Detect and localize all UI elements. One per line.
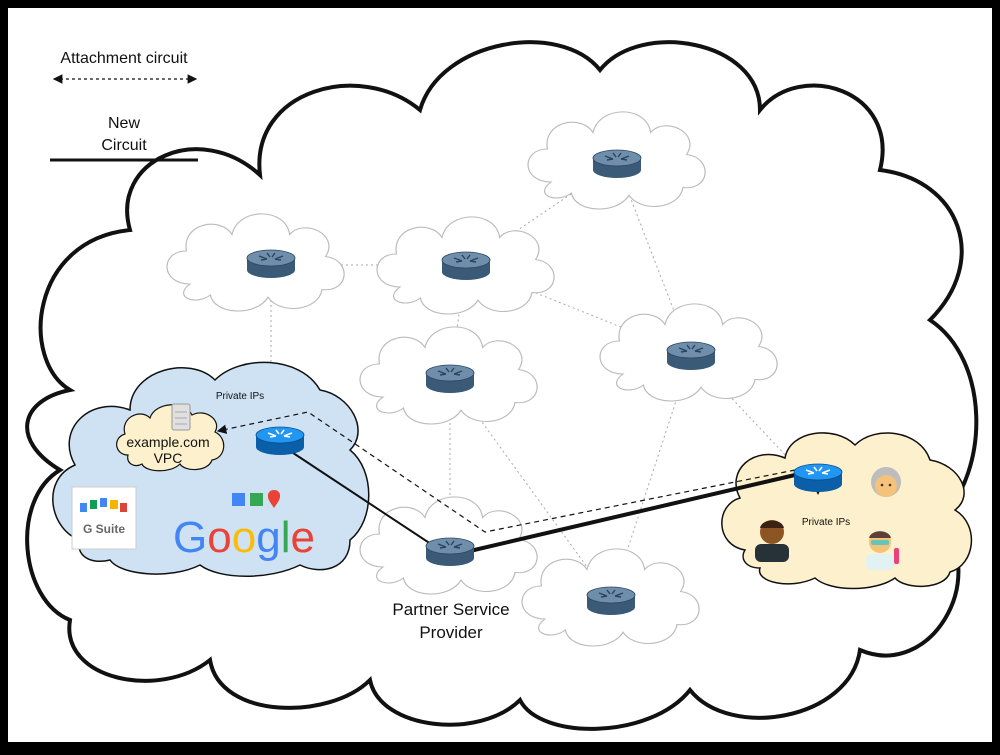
- vpc-label-line2: VPC: [154, 450, 183, 466]
- router-icon: [592, 149, 642, 179]
- google-maps-icon: [267, 490, 281, 508]
- legend: Attachment circuit New Circuit: [50, 50, 198, 162]
- vpc-label-line1: example.com: [126, 434, 209, 450]
- gsuite-app-icons: [80, 498, 127, 512]
- router-icon: [441, 251, 491, 281]
- router-icon: [666, 341, 716, 371]
- gsuite-label: G Suite: [83, 522, 125, 536]
- partner-label-line2: Provider: [419, 623, 483, 642]
- google-logo-letter: o: [232, 513, 256, 562]
- google-to-partner-circuit: [277, 442, 441, 551]
- gsuite-logo: [71, 486, 137, 550]
- google-logo-letter: e: [290, 513, 314, 562]
- google-photos-icon: [250, 493, 263, 506]
- partner-to-customer-circuit: [469, 473, 796, 553]
- google-cloud: example.com VPC Private IPs G Suite Goog…: [52, 361, 370, 577]
- person-icon: [866, 531, 899, 570]
- router-icon: [793, 463, 843, 493]
- google-logo-letter: G: [173, 513, 207, 562]
- google-translate-icon: [232, 493, 245, 506]
- legend-attachment-label: Attachment circuit: [60, 50, 188, 67]
- google-private-ips-label: Private IPs: [216, 391, 264, 402]
- router-icon: [425, 364, 475, 394]
- router-icon: [425, 537, 475, 567]
- legend-new-circuit-line2: Circuit: [101, 137, 147, 154]
- google-logo-letter: l: [281, 513, 291, 562]
- attachment-circuit: [216, 411, 796, 533]
- legend-new-circuit-line1: New: [108, 115, 140, 132]
- google-logo-letter: g: [256, 513, 280, 562]
- customer-private-ips-label: Private IPs: [802, 517, 850, 528]
- google-logo-letter: o: [207, 513, 231, 562]
- google-logo: Google: [173, 513, 315, 562]
- router-icon: [255, 426, 305, 456]
- router-icon: [586, 586, 636, 616]
- person-icon: [755, 520, 789, 562]
- router-icon: [246, 249, 296, 279]
- partner-label-line1: Partner Service: [392, 600, 509, 619]
- server-icon: [171, 403, 191, 431]
- vpc-cloud-shape: [116, 404, 225, 472]
- person-icon: [871, 467, 901, 497]
